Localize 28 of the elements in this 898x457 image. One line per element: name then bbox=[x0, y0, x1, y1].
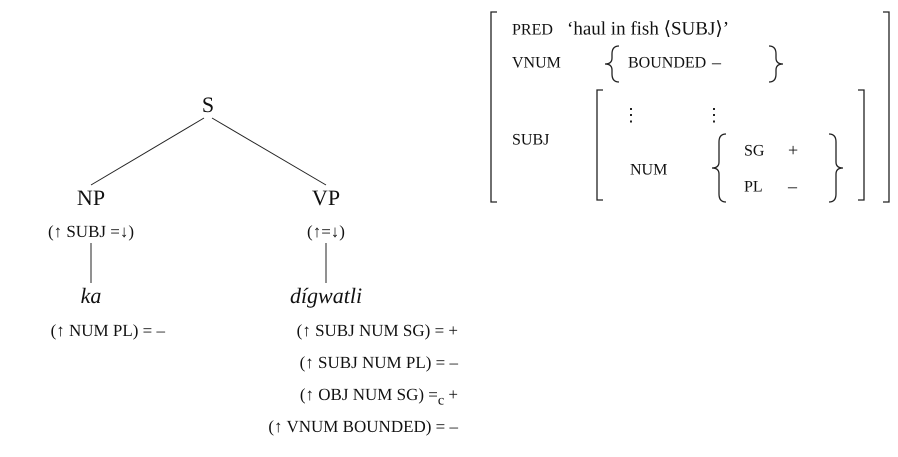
equation-text: (↑ OBJ NUM SG) =$_{c}$ + bbox=[300, 384, 458, 410]
word-text: dígwatli bbox=[290, 283, 362, 309]
tree-branch bbox=[90, 242, 92, 284]
equation-text: (↑ VNUM BOUNDED) = – bbox=[268, 416, 458, 438]
word-text: ka bbox=[80, 283, 102, 309]
annotation-text: (↑ SUBJ =↓) bbox=[48, 221, 134, 243]
feature-label: SUBJ bbox=[512, 130, 550, 150]
equation-text: (↑ SUBJ NUM SG) = + bbox=[296, 320, 458, 342]
tree-branch bbox=[212, 118, 326, 186]
feature-label: BOUNDED bbox=[628, 53, 706, 73]
equation-text: (↑ NUM PL) = – bbox=[50, 320, 165, 342]
category-label: VP bbox=[312, 185, 340, 211]
tree-branch bbox=[90, 118, 204, 186]
feature-label: PRED bbox=[512, 20, 553, 40]
feature-label: ⋮ bbox=[705, 105, 723, 127]
category-label: S bbox=[202, 92, 214, 118]
feature-label: – bbox=[788, 176, 797, 198]
category-label: NP bbox=[76, 185, 106, 211]
annotation-text: (↑=↓) bbox=[307, 221, 345, 243]
feature-label: NUM bbox=[630, 160, 668, 180]
feature-label: VNUM bbox=[512, 53, 561, 73]
feature-label: ‘haul in fish ⟨SUBJ⟩’ bbox=[567, 18, 730, 42]
feature-label: PL bbox=[744, 177, 763, 197]
feature-label: + bbox=[788, 140, 798, 162]
feature-label: ⋮ bbox=[622, 105, 640, 127]
equation-text: (↑ SUBJ NUM PL) = – bbox=[300, 352, 458, 374]
feature-label: SG bbox=[744, 141, 764, 161]
feature-label: – bbox=[712, 52, 721, 74]
